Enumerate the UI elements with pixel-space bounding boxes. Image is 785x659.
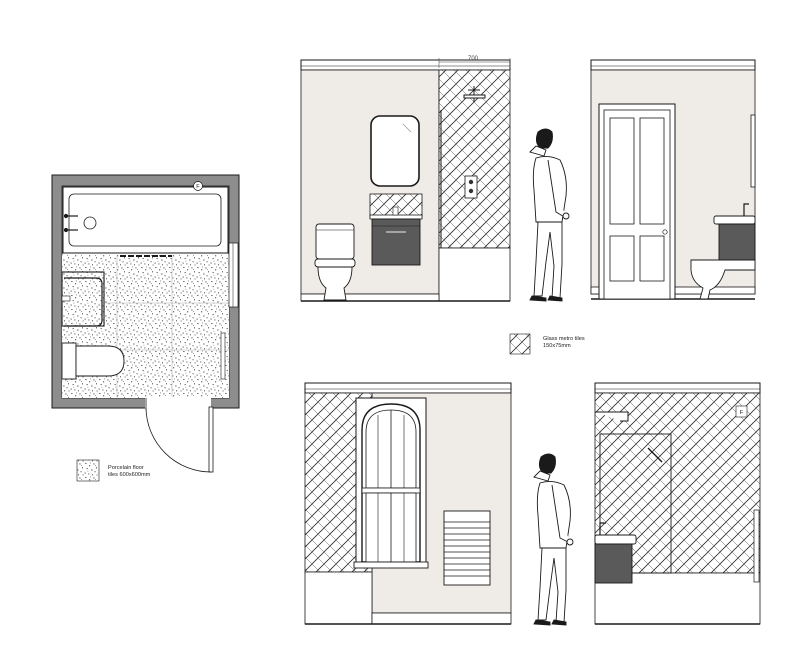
elevD-f-label: F	[740, 410, 744, 416]
elevB-door-knob	[662, 229, 668, 235]
elevC-towel-rail	[443, 510, 491, 586]
elevC-window-meeting-rail	[361, 487, 421, 494]
elevD-shower-arm	[596, 411, 629, 422]
elevA-toilet-cistern	[315, 223, 355, 260]
elevA-toilet-seat	[314, 258, 356, 268]
elevC-skirting	[371, 612, 512, 625]
elevB-door-panel-br	[639, 235, 665, 282]
elevB-vanity	[718, 223, 756, 262]
elevA-shower-head	[463, 86, 486, 102]
elevA-toilet-bowl	[317, 266, 353, 301]
elevation-b	[590, 59, 756, 300]
elevA-shower-knob-top	[468, 179, 474, 185]
elevB-toilet	[690, 259, 756, 300]
plan-radiator	[228, 242, 239, 308]
elevB-basin	[713, 215, 756, 225]
plan-toilet-cistern	[61, 342, 77, 380]
elevD-f-box	[735, 405, 748, 418]
elevA-basin-top	[369, 214, 423, 220]
plan-door-opening	[145, 397, 211, 409]
elevC-bath-panel	[304, 571, 373, 625]
shower-width-dimension: 700	[468, 56, 479, 62]
elevB-door-panel-tl	[609, 117, 635, 225]
plan-basin-tap	[61, 295, 71, 302]
elevC-window-sill	[353, 561, 429, 569]
elevA-shower-controls	[464, 175, 478, 199]
plan-bath-inner	[68, 193, 222, 247]
legend-floor-swatch	[76, 459, 100, 482]
legend-wall-tiles: Glass metro tiles 150x75mm	[509, 333, 585, 355]
scale-figure-bottom	[533, 453, 574, 626]
plan-f-marker	[193, 181, 203, 191]
floor-plan: F	[51, 174, 240, 473]
elevD-vanity	[594, 543, 633, 584]
elevA-shower-knob-bottom	[468, 188, 474, 194]
elevB-tap	[743, 203, 749, 216]
legend-floor-tiles: Porcelain floor tiles 600x600mm	[76, 459, 151, 482]
elevD-cornice	[594, 382, 761, 394]
elevation-d: F	[594, 382, 761, 625]
elevD-shower-hose	[647, 447, 663, 463]
plan-basin	[64, 277, 103, 327]
elevB-door-panel-tr	[639, 117, 665, 225]
scale-figure-top	[529, 128, 570, 302]
legend-wall-swatch	[509, 333, 531, 355]
plan-bath-drain	[83, 216, 97, 230]
elevA-mirror	[370, 115, 420, 187]
elevA-mirror-glint	[402, 123, 412, 133]
plan-door-leaf	[208, 406, 214, 473]
elevB-cornice	[590, 59, 756, 71]
legend-wall-line1: Glass metro tiles	[543, 336, 585, 342]
elevation-c	[304, 382, 512, 625]
plan-f-label: F	[196, 184, 200, 190]
elevA-ceiling-cornice	[300, 59, 511, 71]
plan-towel-rail	[220, 332, 226, 380]
elevC-cornice	[304, 382, 512, 394]
elevD-tap	[599, 522, 606, 535]
legend-wall-line2: 150x75mm	[543, 343, 571, 349]
legend-floor-line1: Porcelain floor	[108, 465, 144, 471]
elevD-towel-rail-edge	[753, 509, 760, 583]
elevC-towel-rail-bars	[444, 521, 490, 577]
elevA-basin-tap	[392, 206, 399, 216]
elevB-door-panel-bl	[609, 235, 635, 282]
elevD-basin	[594, 534, 637, 545]
plan-bath-taps	[63, 213, 78, 233]
plan-door-swing	[145, 407, 212, 473]
elevA-skirting	[300, 293, 440, 302]
plan-toilet-bowl	[75, 345, 125, 377]
elevA-bath-panel	[438, 247, 511, 302]
elevB-mirror-edge	[750, 114, 756, 188]
legend-floor-line2: tiles 600x600mm	[108, 472, 151, 478]
elevation-a: 700	[300, 56, 511, 302]
elevA-vanity-unit	[371, 218, 421, 266]
elevD-shower-screen	[599, 433, 672, 574]
